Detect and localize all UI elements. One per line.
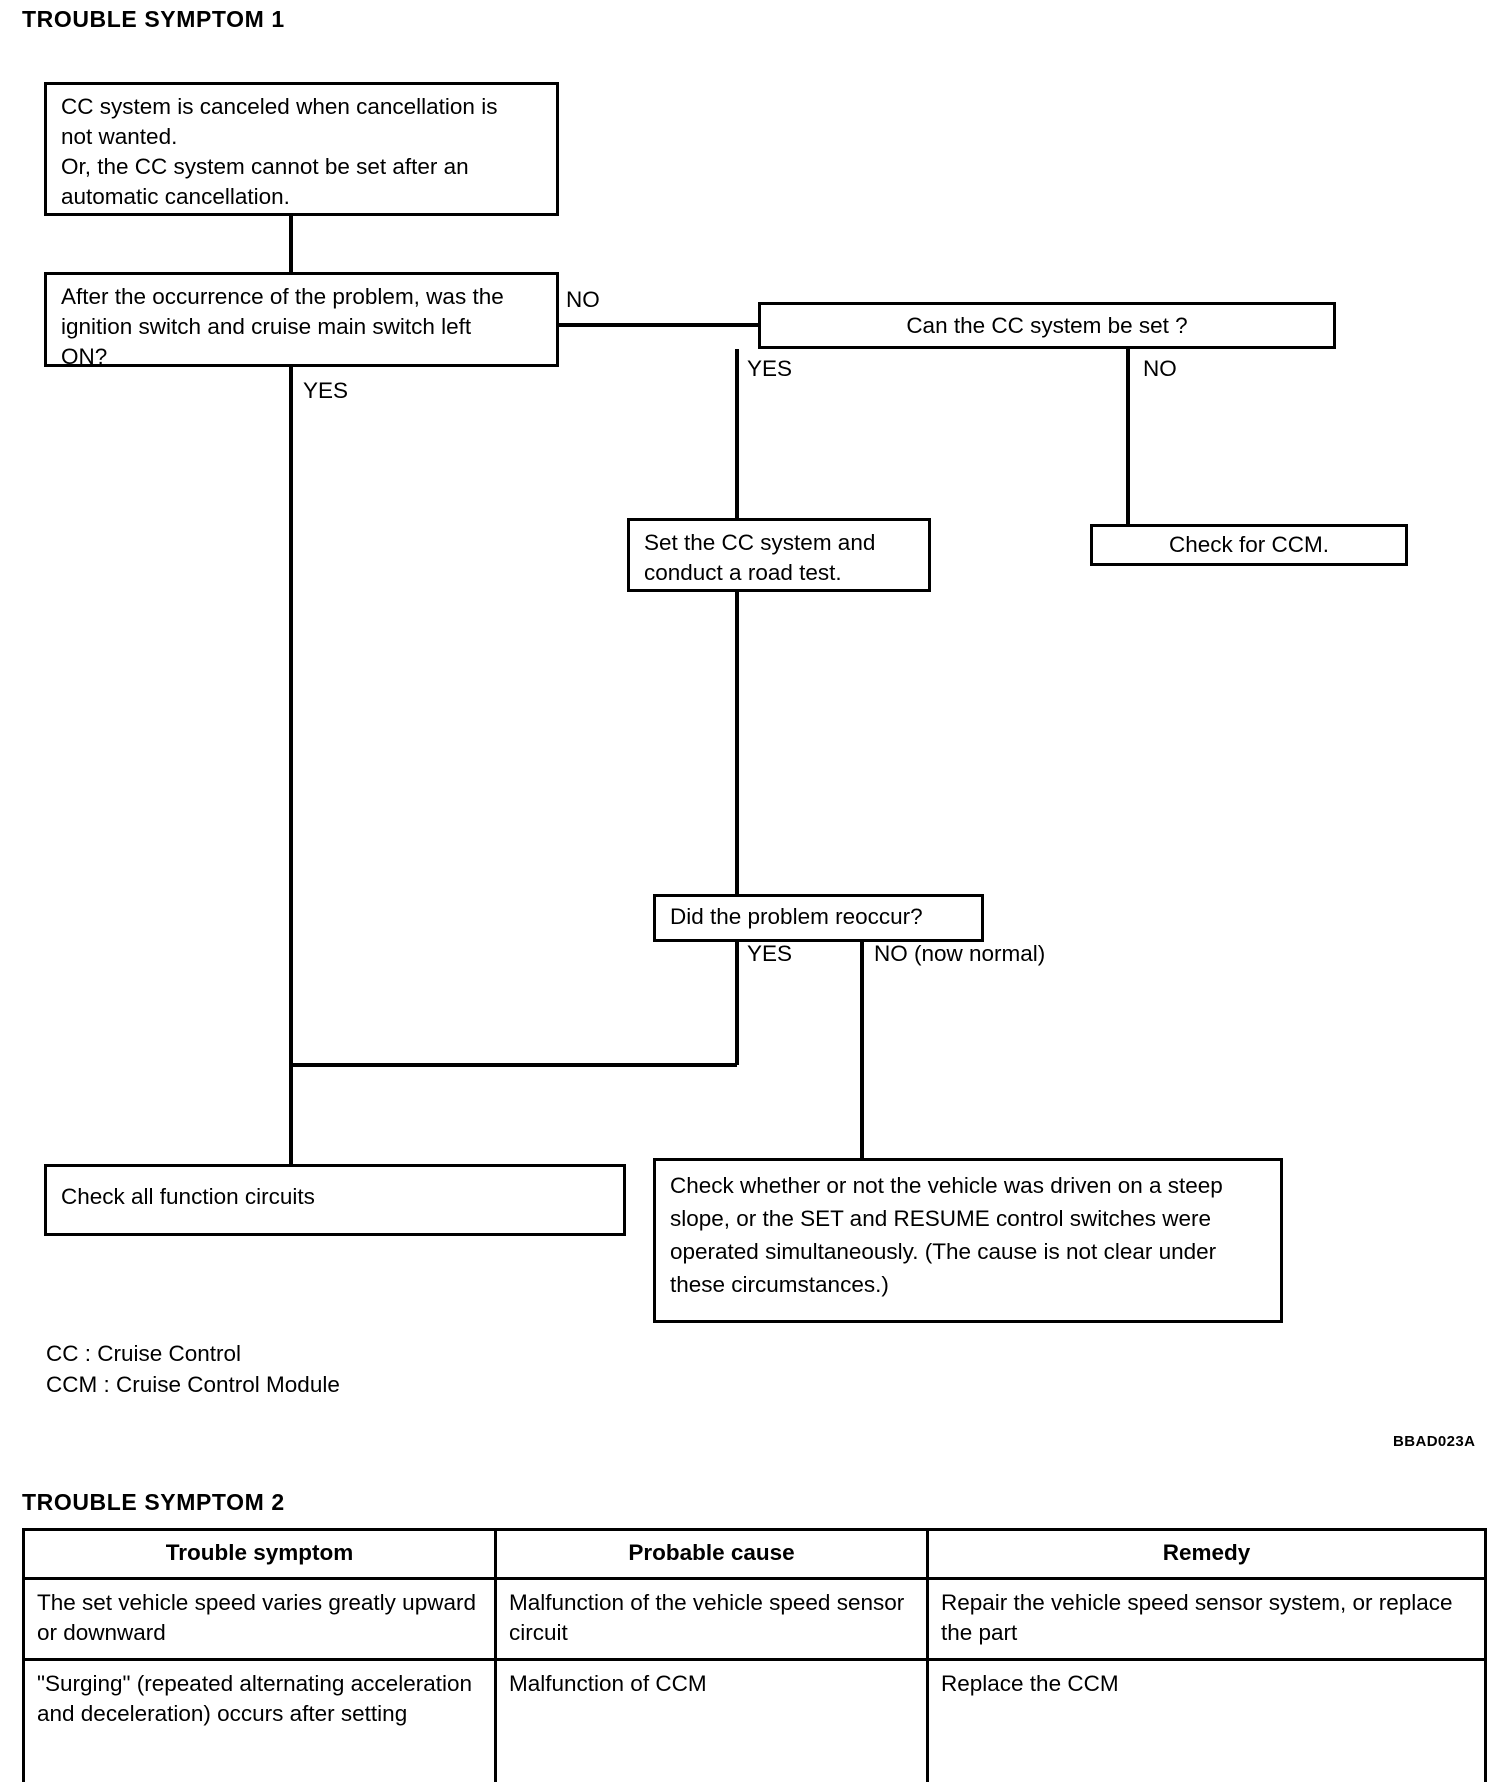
table-row: The set vehicle speed varies greatly upw… [22,1577,1487,1661]
table-row: "Surging" (repeated alternating accelera… [22,1658,1487,1782]
branch-label-can-set-yes: YES [747,356,793,381]
cell-remedy: Repair the vehicle speed sensor system, … [926,1577,1487,1661]
cell-probable-cause: Malfunction of the vehicle speed sensor … [494,1577,929,1661]
table-header-row: Trouble symptom Probable cause Remedy [22,1528,1487,1580]
cell-remedy: Replace the CCM [926,1658,1487,1782]
table-header-trouble-symptom: Trouble symptom [22,1528,497,1580]
flowchart-abbreviation-legend: CC : Cruise Control CCM : Cruise Control… [46,1341,340,1397]
trouble-symptom-2-heading: TROUBLE SYMPTOM 2 [22,1489,285,1515]
flow-node-set-and-road-test[interactable]: Set the CC system and conduct a road tes… [627,518,931,592]
branch-label-reoccur-yes: YES [747,941,793,966]
cell-trouble-symptom: The set vehicle speed varies greatly upw… [22,1577,497,1661]
flow-node-question-can-set[interactable]: Can the CC system be set ? [758,302,1336,349]
flow-node-question-ignition[interactable]: After the occurrence of the problem, was… [44,272,559,369]
branch-label-reoccur-no: NO (now normal) [874,941,1046,966]
flow-node-check-all-circuits[interactable]: Check all function circuits [44,1164,626,1236]
cell-trouble-symptom: "Surging" (repeated alternating accelera… [22,1658,497,1782]
figure-reference-code: BBAD023A [1393,1433,1476,1450]
branch-label-can-set-no: NO [1143,356,1177,381]
flow-node-check-steep-slope[interactable]: Check whether or not the vehicle was dri… [653,1158,1283,1323]
trouble-symptom-1-heading: TROUBLE SYMPTOM 1 [22,6,285,32]
branch-label-ignition-no: NO [566,287,600,312]
flow-node-question-reoccur[interactable]: Did the problem reoccur? [653,894,984,942]
table-header-probable-cause: Probable cause [494,1528,929,1580]
trouble-symptom-2-table: Trouble symptom Probable cause Remedy Th… [22,1528,1487,1782]
troubleshooting-flowchart: CC system is canceled when cancellation … [44,82,1476,1450]
cell-probable-cause: Malfunction of CCM [494,1658,929,1782]
table-header-remedy: Remedy [926,1528,1487,1580]
flow-node-start[interactable]: CC system is canceled when cancellation … [44,82,559,216]
branch-label-ignition-yes: YES [303,378,349,403]
flow-node-check-ccm[interactable]: Check for CCM. [1090,524,1408,566]
